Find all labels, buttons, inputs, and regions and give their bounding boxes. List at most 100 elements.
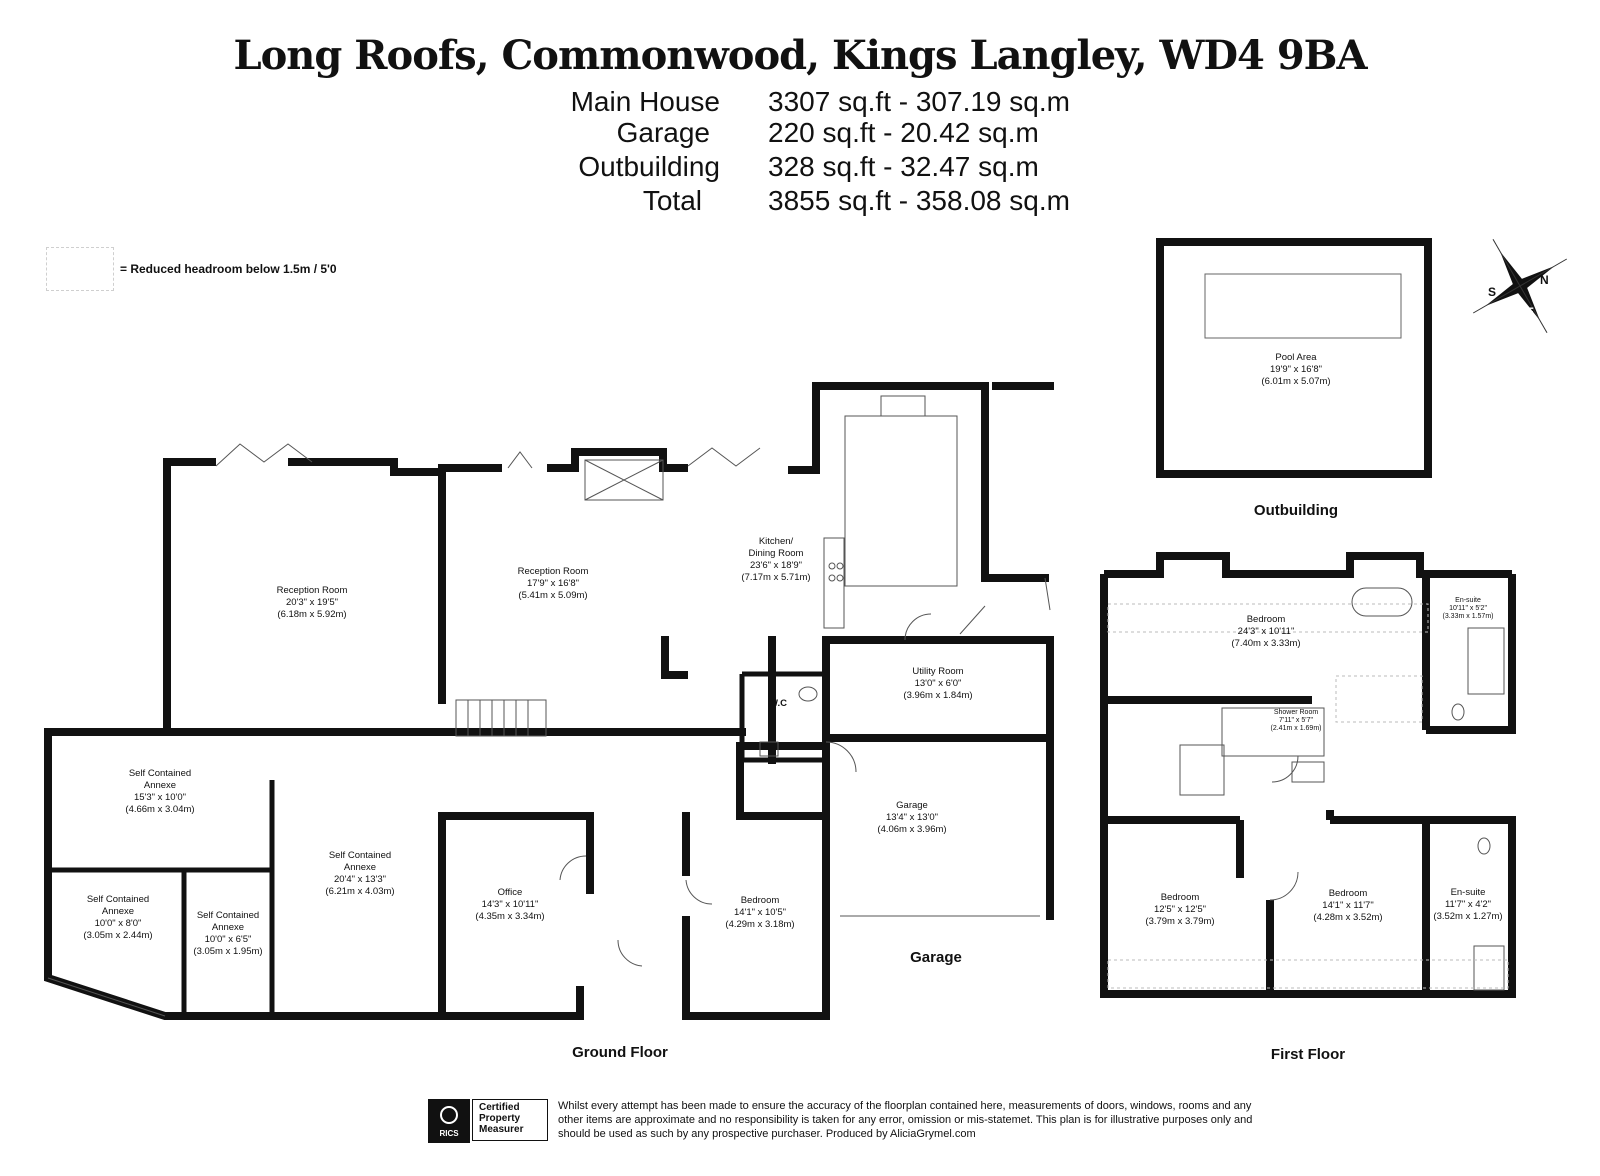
outbuilding-walls xyxy=(1156,238,1432,478)
plan-title: Long Roofs, Commonwood, Kings Langley, W… xyxy=(233,32,1367,79)
room-imperial: 13'0" x 6'0" xyxy=(915,678,962,689)
area-label: Total xyxy=(642,185,702,216)
room-metric: (3.33m x 1.57m) xyxy=(1443,613,1494,620)
room-name: Reception Room xyxy=(518,566,589,577)
ground-floor-details xyxy=(47,395,1051,1017)
room-imperial: 17'9" x 16'8" xyxy=(527,578,579,589)
room-imperial: 20'4" x 13'3" xyxy=(334,874,386,885)
area-label: Main House xyxy=(570,86,720,117)
area-value: 3307 sq.ft - 307.19 sq.m xyxy=(768,86,1070,117)
room-imperial: 10'0" x 8'0" xyxy=(95,918,142,929)
room-metric: (3.79m x 3.79m) xyxy=(1145,916,1214,927)
room-imperial: 11'7" x 4'2" xyxy=(1445,899,1491,910)
room-name: Bedroom xyxy=(1329,888,1368,899)
room-name: En-suite xyxy=(1455,597,1481,604)
rics-logo: RICS xyxy=(428,1099,470,1143)
room-metric: (6.21m x 4.03m) xyxy=(325,886,394,897)
area-label: Garage xyxy=(616,117,710,148)
room-metric: (6.01m x 5.07m) xyxy=(1261,376,1330,387)
room-name: Office xyxy=(498,887,523,898)
room-metric: (4.06m x 3.96m) xyxy=(877,824,946,835)
room-metric: (7.40m x 3.33m) xyxy=(1231,638,1300,649)
floor-labels: Ground Floor First Floor Garage Outbuild… xyxy=(572,502,1345,1063)
room-imperial: 12'5" x 12'5" xyxy=(1154,904,1206,915)
compass: W N S E xyxy=(1472,238,1568,334)
room-metric: (5.41m x 5.09m) xyxy=(518,590,587,601)
area-row-garage: Garage 220 sq.ft - 20.42 sq.m xyxy=(520,117,1140,151)
area-label: Outbuilding xyxy=(578,151,720,182)
rics-logo-text: RICS xyxy=(439,1129,459,1138)
room-metric: (6.18m x 5.92m) xyxy=(277,609,346,620)
cert-line: Property xyxy=(479,1113,521,1124)
area-value: 3855 sq.ft - 358.08 sq.m xyxy=(768,185,1070,216)
room-metric: (4.28m x 3.52m) xyxy=(1313,912,1382,923)
area-value: 328 sq.ft - 32.47 sq.m xyxy=(768,151,1039,182)
room-name: Shower Room xyxy=(1274,709,1319,716)
room-name-2: Annexe xyxy=(212,922,244,933)
room-metric: (3.52m x 1.27m) xyxy=(1433,911,1502,922)
room-imperial: 19'9" x 16'8" xyxy=(1270,364,1322,375)
room-name: Self Contained xyxy=(329,850,391,861)
room-imperial: 15'3" x 10'0" xyxy=(134,792,186,803)
room-imperial: 10'0" x 6'5" xyxy=(205,934,252,945)
room-metric: (3.05m x 1.95m) xyxy=(193,946,262,957)
area-row-total: Total 3855 sq.ft - 358.08 sq.m xyxy=(520,185,1140,219)
room-name: En-suite xyxy=(1451,887,1486,898)
ground-floor-label: Ground Floor xyxy=(572,1044,668,1061)
room-name: W.C xyxy=(769,698,787,709)
room-imperial: 14'1" x 10'5" xyxy=(734,907,786,918)
room-metric: (4.29m x 3.18m) xyxy=(725,919,794,930)
footer: RICS Certified Property Measurer Whilst … xyxy=(428,1099,1268,1145)
cert-line: Measurer xyxy=(479,1124,524,1135)
room-name: Kitchen/ xyxy=(759,536,794,547)
room-labels: Reception Room 20'3" x 19'5" (6.18m x 5.… xyxy=(83,352,1502,957)
room-name: Bedroom xyxy=(1161,892,1200,903)
room-imperial: 14'1" x 11'7" xyxy=(1322,900,1373,911)
room-metric: (4.35m x 3.34m) xyxy=(475,911,544,922)
compass-w: W xyxy=(1512,251,1524,265)
room-name: Pool Area xyxy=(1275,352,1317,363)
area-value: 220 sq.ft - 20.42 sq.m xyxy=(768,117,1039,148)
first-floor-details xyxy=(1179,587,1505,991)
room-name-2: Dining Room xyxy=(749,548,804,559)
ground-floor-walls xyxy=(44,382,1054,1020)
compass-e: E xyxy=(1526,305,1534,319)
room-imperial: 24'3" x 10'11" xyxy=(1238,626,1295,637)
room-metric: (3.96m x 1.84m) xyxy=(903,690,972,701)
room-imperial: 14'3" x 10'11" xyxy=(482,899,539,910)
garage-floor-label: Garage xyxy=(910,949,962,966)
room-name: Self Contained xyxy=(129,768,191,779)
room-metric: (3.05m x 2.44m) xyxy=(83,930,152,941)
room-imperial: 10'11" x 5'2" xyxy=(1449,605,1487,612)
ground-floor-inner-walls xyxy=(48,671,826,1016)
reduced-headroom-swatch xyxy=(46,247,114,291)
room-name: Self Contained xyxy=(87,894,149,905)
reduced-headroom-areas xyxy=(1107,603,1509,989)
compass-s: S xyxy=(1488,285,1496,299)
legend-text: = Reduced headroom below 1.5m / 5'0 xyxy=(120,262,337,276)
outbuilding-label: Outbuilding xyxy=(1254,502,1338,519)
room-metric: (7.17m x 5.71m) xyxy=(741,572,810,583)
area-row-main-house: Main House 3307 sq.ft - 307.19 sq.m xyxy=(520,86,1140,120)
room-name: Utility Room xyxy=(912,666,963,677)
disclaimer: Whilst every attempt has been made to en… xyxy=(558,1100,1253,1140)
certified-measurer-badge: Certified Property Measurer xyxy=(472,1099,548,1141)
room-imperial: 7'11" x 5'7" xyxy=(1279,717,1313,724)
room-metric: (4.66m x 3.04m) xyxy=(125,804,194,815)
room-metric: (2.41m x 1.69m) xyxy=(1271,725,1322,732)
compass-n: N xyxy=(1540,273,1549,287)
area-row-outbuilding: Outbuilding 328 sq.ft - 32.47 sq.m xyxy=(520,151,1140,185)
room-name: Self Contained xyxy=(197,910,259,921)
room-imperial: 23'6" x 18'9" xyxy=(750,560,802,571)
room-imperial: 13'4" x 13'0" xyxy=(886,812,938,823)
rics-emblem-icon xyxy=(440,1106,458,1124)
first-floor-walls xyxy=(1100,552,1516,998)
outbuilding-details xyxy=(1204,273,1402,339)
cert-line: Certified xyxy=(479,1102,520,1113)
room-name: Bedroom xyxy=(1247,614,1286,625)
first-floor-label: First Floor xyxy=(1271,1046,1345,1063)
room-name-2: Annexe xyxy=(102,906,134,917)
room-name: Bedroom xyxy=(741,895,780,906)
room-name: Garage xyxy=(896,800,928,811)
